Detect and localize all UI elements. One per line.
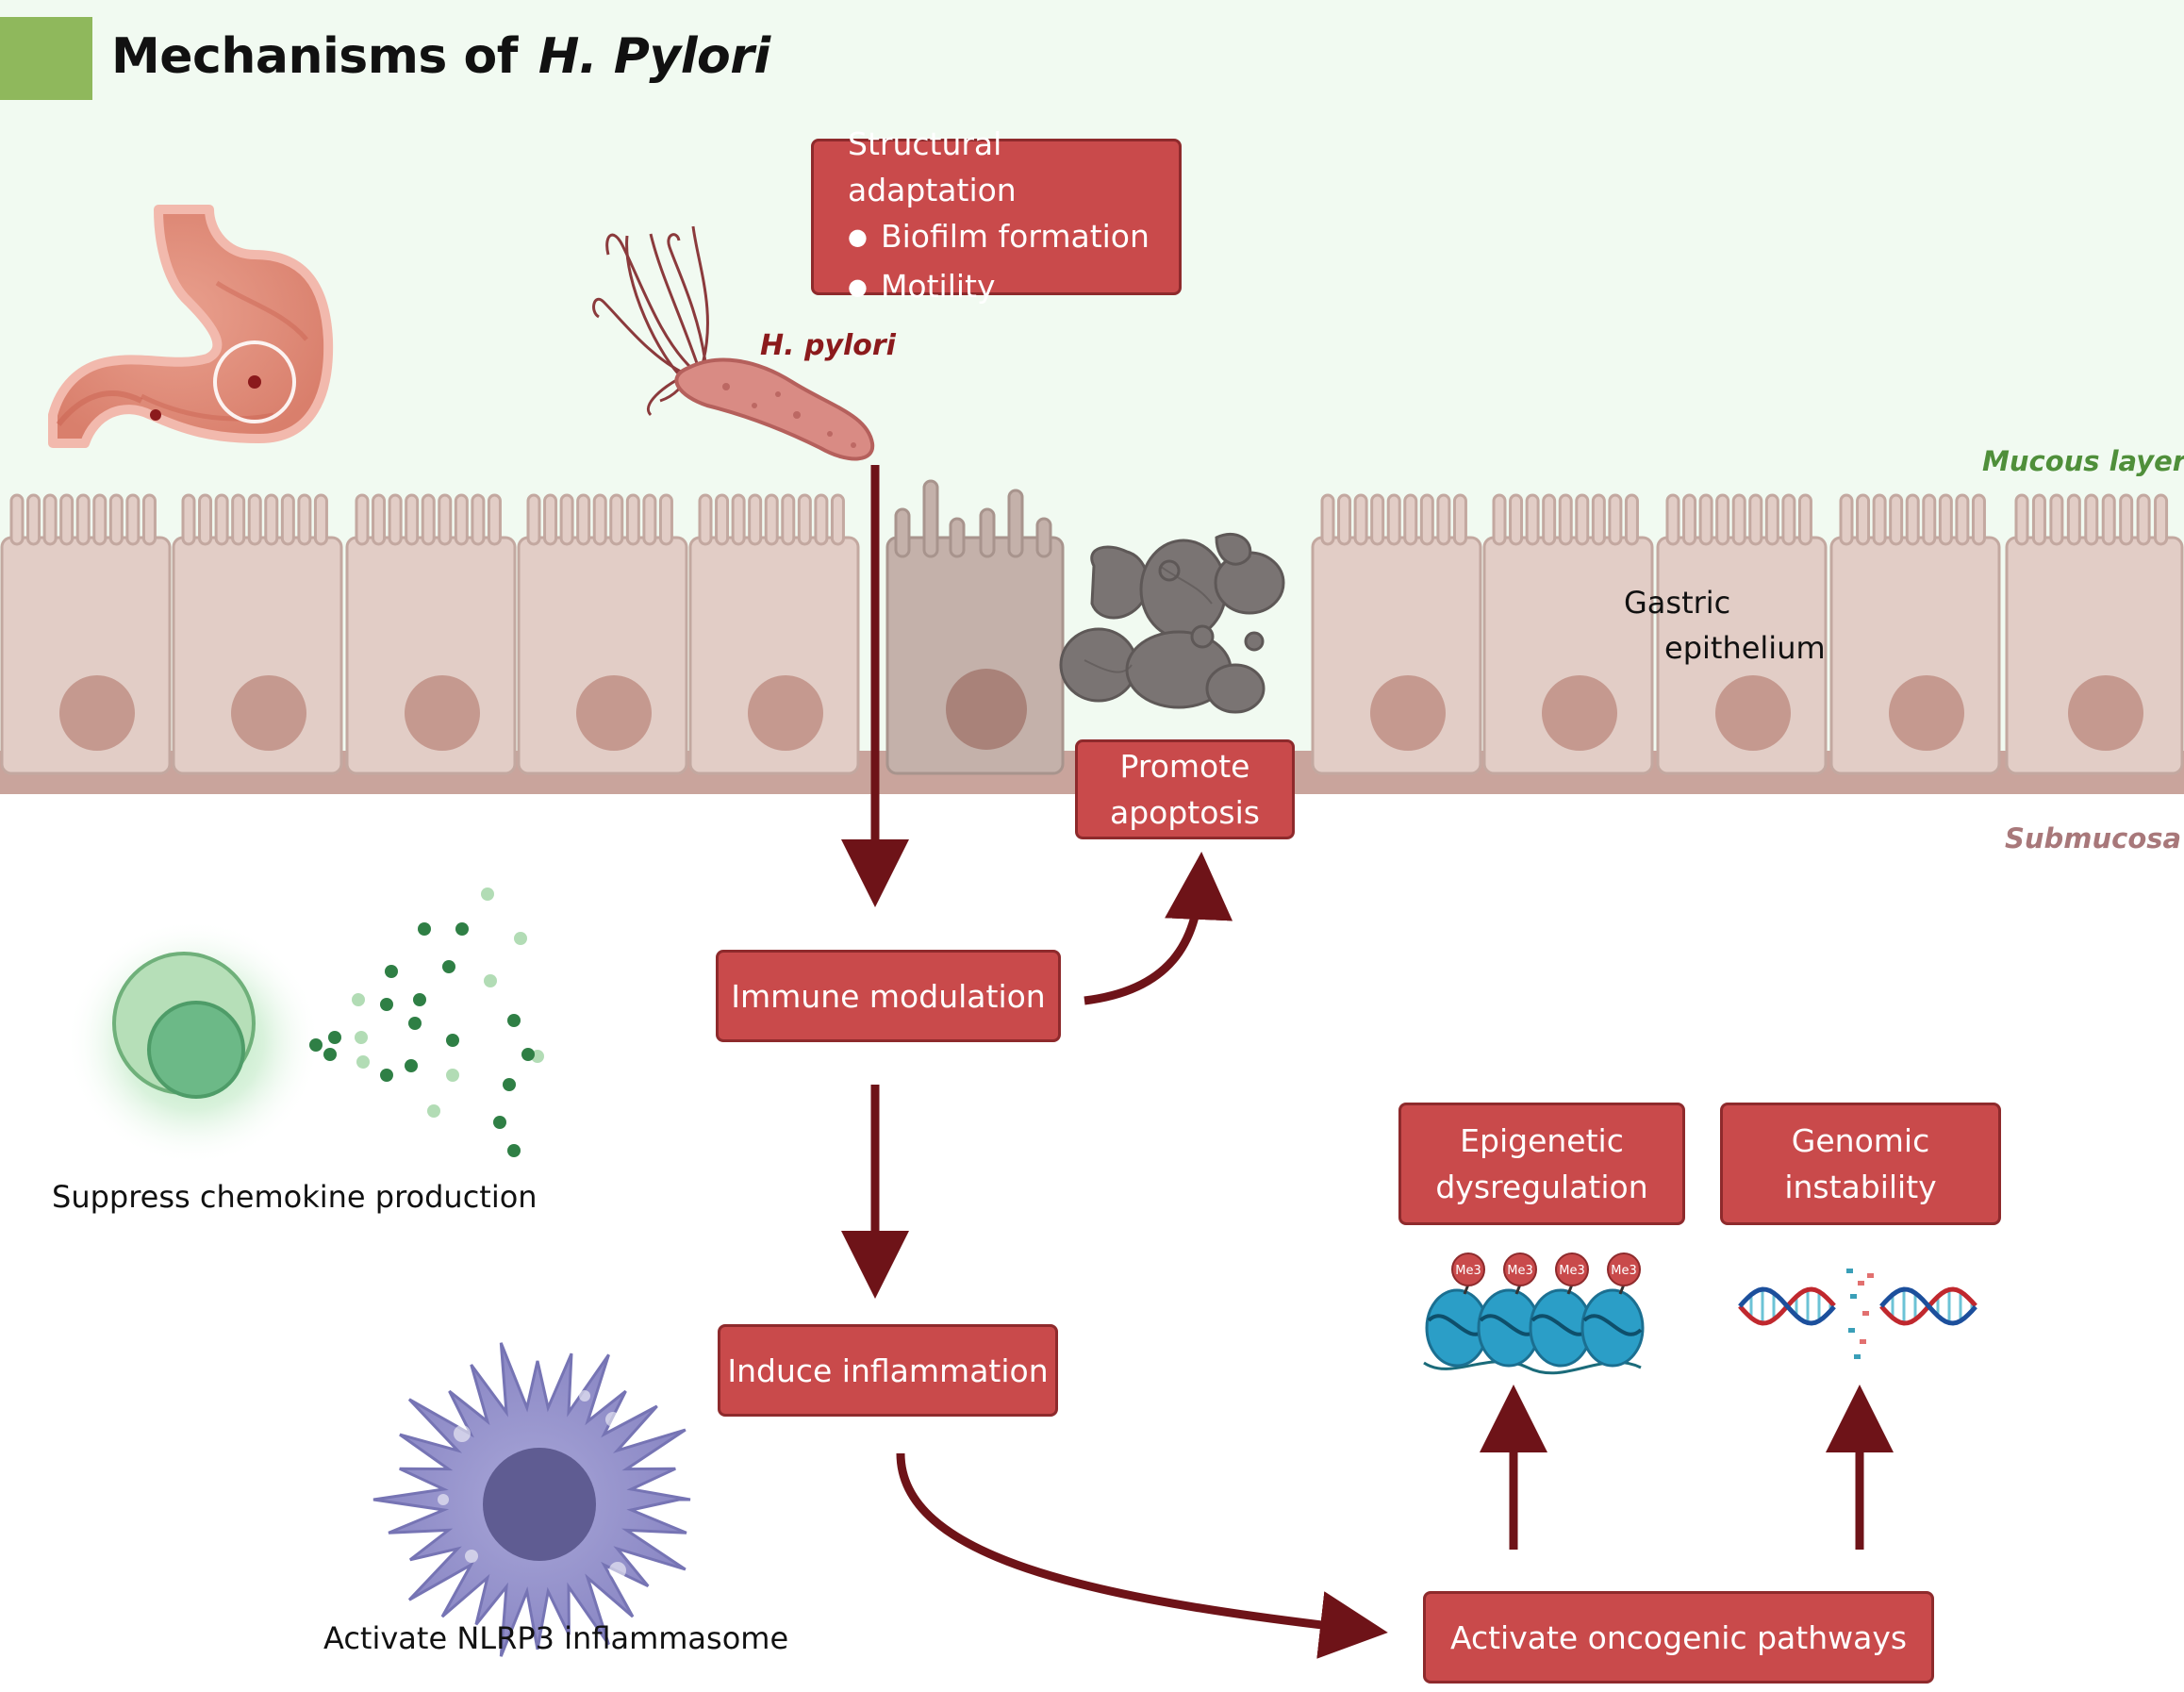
- epithelium-label-line-2: epithelium: [1664, 630, 1826, 666]
- box-immune-modulation: Immune modulation: [716, 950, 1061, 1042]
- flow-arrows: [841, 465, 1894, 1659]
- box-structural-adaptation: Structural adaptation Biofilm formation …: [811, 125, 1182, 305]
- genomic-line-2: instability: [1784, 1169, 1937, 1205]
- genomic-line-1: Genomic: [1791, 1122, 1930, 1159]
- page-title: Mechanisms of H. Pylori: [111, 28, 770, 85]
- chemokine-particles: [309, 887, 544, 1157]
- submucosa-label: Submucosa: [2005, 822, 2182, 854]
- immune-label: Immune modulation: [731, 977, 1046, 1015]
- arrow-immune-to-apoptosis: [1084, 852, 1233, 1005]
- methyl-mark-label: Me3: [1611, 1264, 1637, 1278]
- epigenetic-line-1: Epigenetic: [1460, 1122, 1624, 1159]
- activate-nlrp3-label: Activate NLRP3 inflammasome: [323, 1620, 789, 1656]
- arrow-inflammation-to-oncogenic: [896, 1452, 1388, 1659]
- dna-illustration: [1738, 1269, 1977, 1359]
- apoptosis-line-1: Promote: [1119, 748, 1250, 785]
- structural-item-biofilm: Biofilm formation: [848, 213, 1150, 263]
- macrophage-illustration: [372, 1342, 691, 1657]
- oncogenic-label: Activate oncogenic pathways: [1449, 1618, 1908, 1656]
- box-promote-apoptosis: Promote apoptosis: [1075, 739, 1295, 839]
- box-genomic-instability: Genomic instability: [1720, 1103, 2001, 1225]
- title-accent: [0, 17, 92, 100]
- apoptotic-bodies: [1059, 532, 1285, 714]
- box-activate-oncogenic: Activate oncogenic pathways: [1423, 1591, 1934, 1684]
- immune-cell: [66, 920, 321, 1165]
- methyl-mark-label: Me3: [1507, 1264, 1533, 1278]
- mucous-layer-label: Mucous layer: [1982, 445, 2184, 477]
- structural-heading: Structural adaptation: [848, 125, 1017, 208]
- methyl-mark-label: Me3: [1455, 1264, 1481, 1278]
- suppress-chemokine-label: Suppress chemokine production: [52, 1179, 538, 1215]
- box-induce-inflammation: Induce inflammation: [718, 1324, 1058, 1417]
- bacterium-label: H. pylori: [760, 329, 896, 362]
- epithelium-label-line-1: Gastric: [1624, 585, 1731, 621]
- methyl-mark-label: Me3: [1559, 1264, 1585, 1278]
- structural-item-motility: Motility: [848, 263, 996, 313]
- title-main: Mechanisms of: [111, 28, 518, 85]
- stomach-illustration: [48, 205, 334, 448]
- nucleosome-illustration: Me3 Me3 Me3 Me3: [1423, 1252, 1645, 1375]
- inflammation-label: Induce inflammation: [727, 1352, 1049, 1389]
- epithelium-cells: [0, 479, 2184, 775]
- epigenetic-line-2: dysregulation: [1435, 1169, 1648, 1205]
- apoptosis-line-2: apoptosis: [1110, 794, 1260, 831]
- h-pylori-dots: [722, 383, 856, 448]
- box-epigenetic-dysregulation: Epigenetic dysregulation: [1398, 1103, 1685, 1225]
- title-species: H. Pylori: [538, 28, 770, 85]
